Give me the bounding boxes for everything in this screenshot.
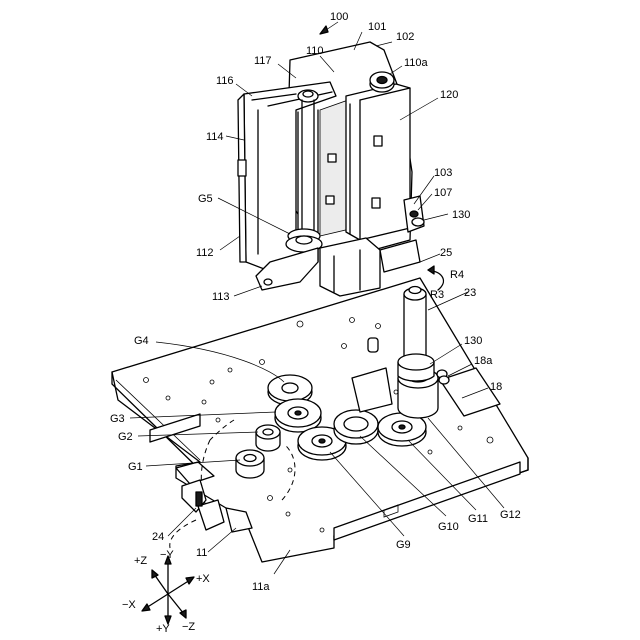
rotation-arrow [428,270,443,290]
label-18a: 18a [474,355,493,367]
label-g11: G11 [468,513,488,525]
label-g12: G12 [500,509,521,521]
axis-label-minus-z: −Z [182,621,195,633]
label-114: 114 [206,131,224,143]
label-11: 11 [196,547,207,559]
axis-label-plus-x: +X [196,573,210,585]
axis-triad: +Z −Y +X −X +Y −Z [122,549,210,635]
label-116: 116 [216,75,234,87]
label-g2: G2 [118,431,133,443]
label-g1: G1 [128,461,143,473]
axis-label-minus-x: −X [122,599,136,611]
label-11a: 11a [252,581,270,593]
roller-110a [370,72,394,92]
label-101: 101 [368,21,386,33]
label-120: 120 [440,89,458,101]
label-r4: R4 [450,269,464,281]
label-g5: G5 [198,193,213,205]
label-130-lower: 130 [464,335,482,347]
label-25: 25 [440,247,452,259]
label-110a: 110a [404,57,429,69]
axis-label-plus-y: +Y [156,623,170,635]
gear-g1 [236,450,264,478]
gear-g2 [256,425,280,451]
label-107: 107 [434,187,452,199]
dashed-lead-24 [170,520,196,548]
cover-120 [346,84,410,240]
axis-label-minus-y: −Y [160,549,174,561]
label-112: 112 [196,247,214,259]
label-g4: G4 [134,335,149,347]
label-100: 100 [330,11,348,23]
upper-unit [238,42,424,296]
label-g9: G9 [396,539,411,551]
label-130-upper: 130 [452,209,470,221]
label-18: 18 [490,381,502,393]
gear-g10 [334,410,378,444]
axis-label-plus-z: +Z [134,555,147,567]
label-g10: G10 [438,521,459,533]
label-102: 102 [396,31,414,43]
label-110: 110 [306,45,324,57]
label-g3: G3 [110,413,125,425]
label-113: 113 [212,291,230,303]
label-103: 103 [434,167,452,179]
label-117: 117 [254,55,272,67]
label-r3: R3 [430,289,444,301]
label-23: 23 [464,287,476,299]
gear-g3 [275,399,321,432]
label-24: 24 [152,531,164,543]
